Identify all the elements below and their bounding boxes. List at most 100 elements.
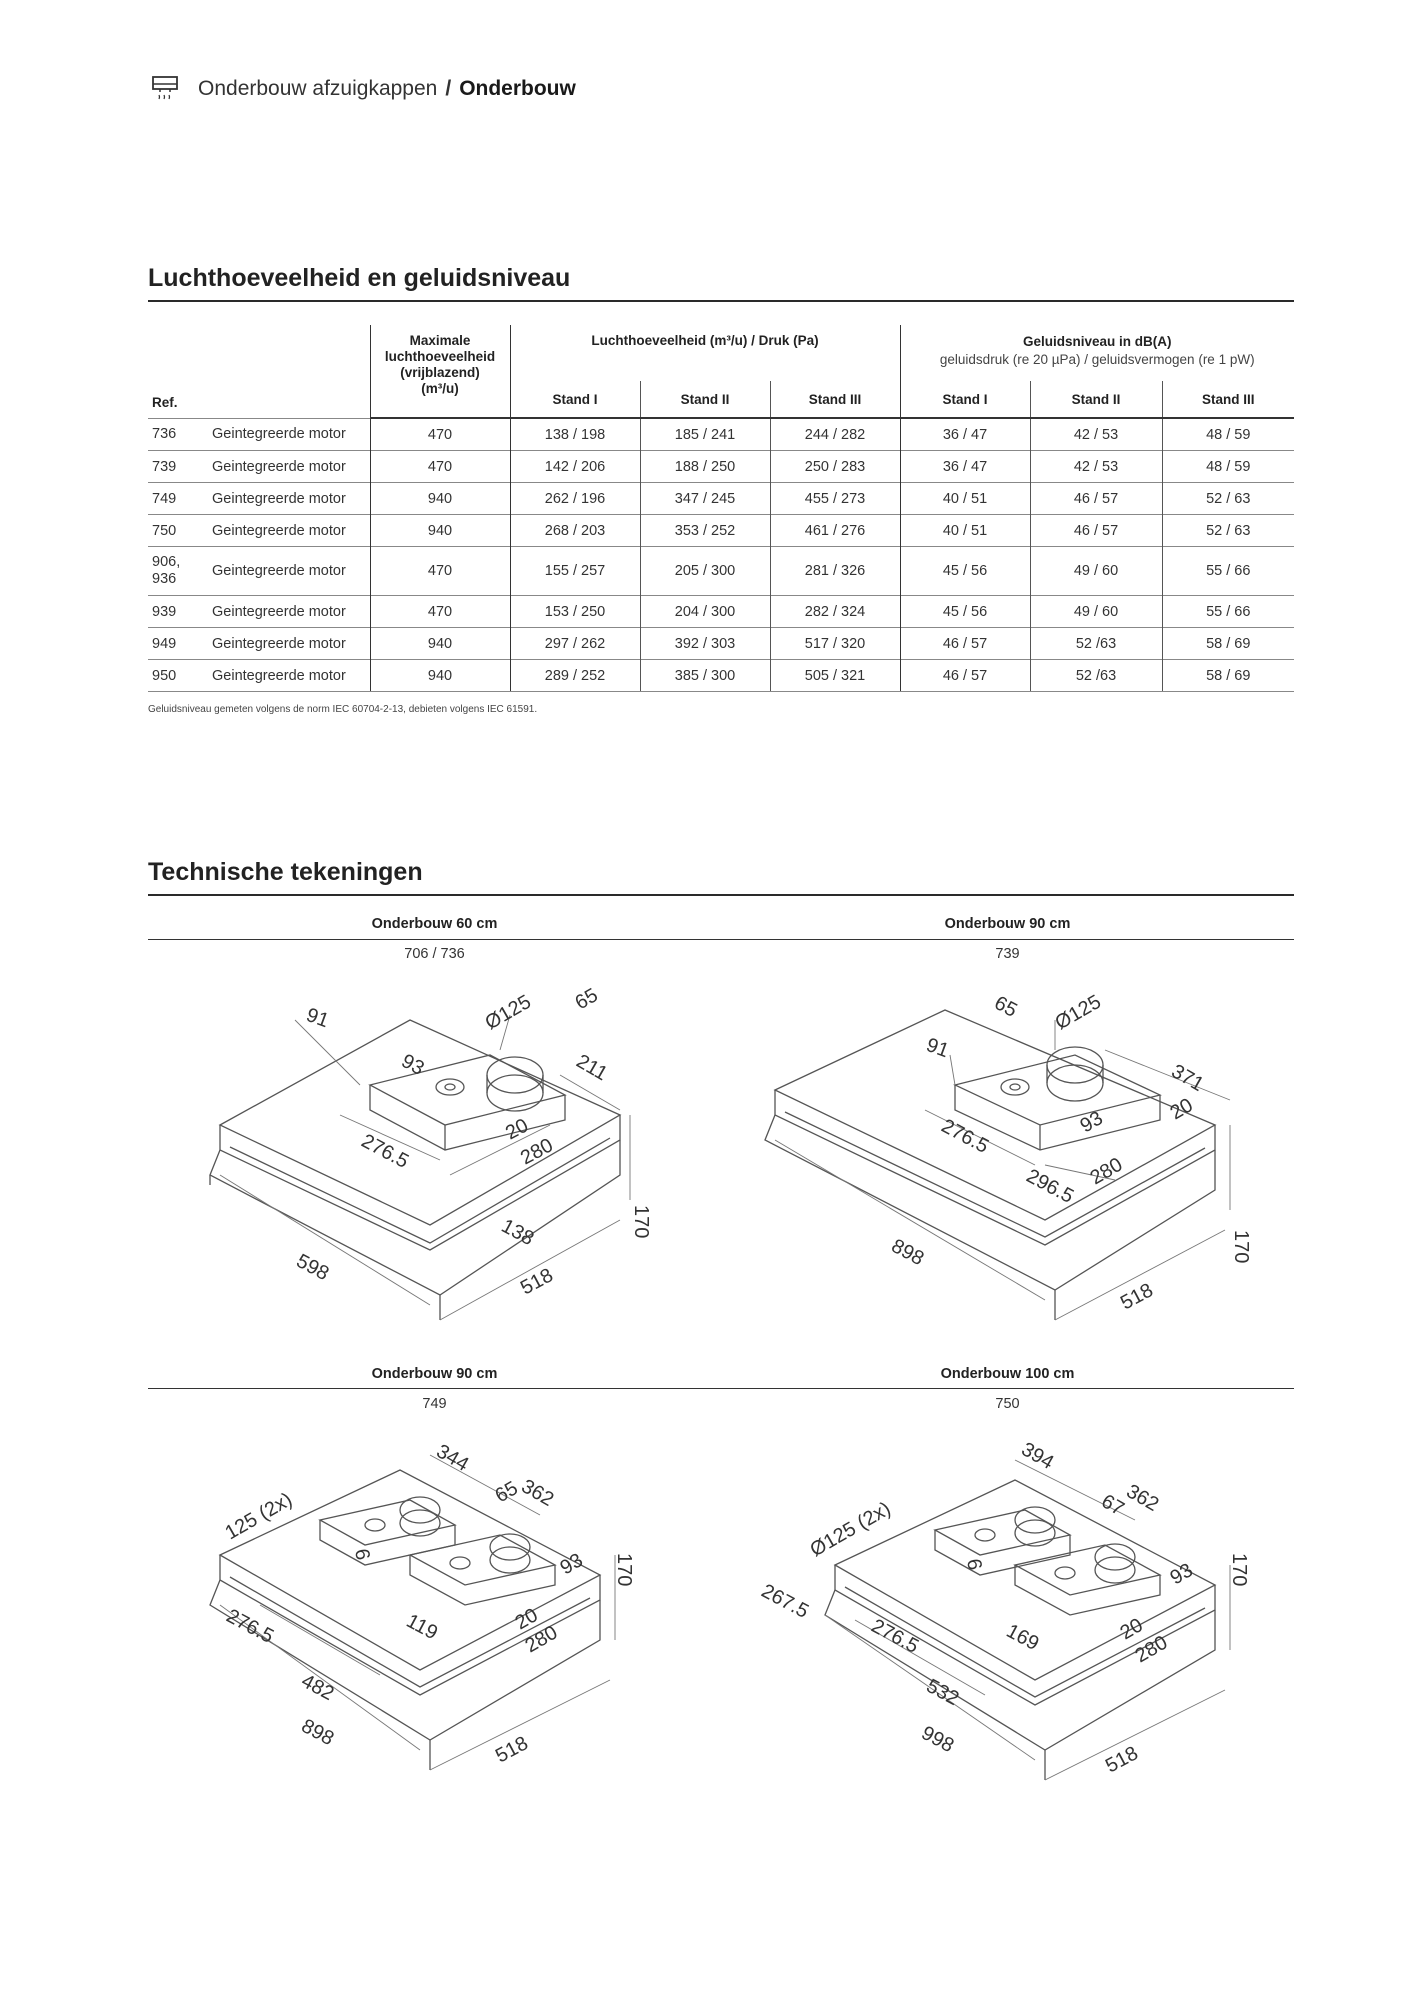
dim-f: 20 (1167, 1094, 1197, 1124)
dim-d: 371 (1168, 1060, 1208, 1096)
cell-n1: 36 / 47 (899, 417, 1030, 451)
header-airflow-stand3: Stand III (769, 381, 900, 419)
cell-motor: Geintegreerde motor (208, 514, 370, 547)
cell-n1: 40 / 51 (899, 514, 1030, 547)
cell-a1: 155 / 257 (509, 546, 640, 596)
cell-a1: 262 / 196 (509, 482, 640, 515)
technical-drawing-2: 898 518 170 Ø125 65 91 93 371 276.5 20 2… (764, 991, 1252, 1321)
dim-h: 169 (1003, 1620, 1043, 1655)
drawing-ref-2: 739 (995, 946, 1020, 962)
drawing-ref-1: 706 / 736 (404, 946, 465, 962)
cell-n2: 52 /63 (1029, 659, 1162, 692)
cell-n3: 48 / 59 (1161, 450, 1294, 483)
cell-a2: 185 / 241 (639, 417, 770, 451)
drawing-title-4: Onderbouw 100 cm (940, 1366, 1075, 1382)
cell-a3: 244 / 282 (769, 417, 900, 451)
cell-n3: 52 / 63 (1161, 482, 1294, 515)
dim-height: 170 (1230, 1230, 1252, 1263)
dim-g: 280 (1087, 1154, 1127, 1190)
drawing-title-2: Onderbouw 90 cm (944, 916, 1071, 932)
header-airflow-group: Luchthoeveelheid (m³/u) / Druk (Pa) (509, 325, 900, 381)
cell-motor: Geintegreerde motor (208, 417, 370, 451)
header-noise-stand2: Stand II (1029, 381, 1162, 419)
cell-max: 940 (369, 482, 510, 515)
dim-d: 211 (573, 1050, 612, 1085)
cell-max: 940 (369, 514, 510, 547)
dim-d: 93 (557, 1549, 587, 1579)
drawing-row-rule-1 (148, 939, 1294, 940)
dim-e: 276.5 (938, 1115, 993, 1158)
breadcrumb-parent[interactable]: Onderbouw afzuigkappen (198, 77, 438, 100)
header-airflow-stand2: Stand II (639, 381, 770, 419)
technical-drawing-3: 898 518 170 125 (2x) 344 65 362 93 276.5… (209, 1440, 635, 1771)
cell-n1: 36 / 47 (899, 450, 1030, 483)
cell-n3: 55 / 66 (1161, 546, 1294, 596)
cell-n1: 45 / 56 (899, 546, 1030, 596)
airflow-footnote: Geluidsniveau gemeten volgens de norm IE… (148, 704, 538, 715)
drawing-row-rule-2 (148, 1388, 1294, 1389)
cell-motor: Geintegreerde motor (208, 595, 370, 628)
cell-n1: 46 / 57 (899, 659, 1030, 692)
cell-max: 940 (369, 627, 510, 660)
dim-width: 998 (918, 1722, 958, 1757)
dim-b: 91 (303, 1004, 331, 1032)
cell-a3: 250 / 283 (769, 450, 900, 483)
drawing-title-1: Onderbouw 60 cm (371, 916, 498, 932)
cell-motor: Geintegreerde motor (208, 450, 370, 483)
cell-n3: 58 / 69 (1161, 627, 1294, 660)
dim-duct: Ø125 (482, 991, 535, 1035)
dim-g: 280 (517, 1134, 557, 1169)
cell-ref: 939 (148, 595, 208, 628)
cell-max: 470 (369, 595, 510, 628)
cell-a3: 281 / 326 (769, 546, 900, 596)
header-airflow-stand1: Stand I (509, 381, 640, 419)
cell-ref: 750 (148, 514, 208, 547)
cell-n3: 48 / 59 (1161, 417, 1294, 451)
airflow-section-rule (148, 300, 1294, 302)
dim-a: 344 (433, 1440, 473, 1476)
dim-depth: 518 (517, 1264, 557, 1299)
cell-a2: 353 / 252 (639, 514, 770, 547)
dim-a: 65 (991, 992, 1021, 1022)
cell-a3: 461 / 276 (769, 514, 900, 547)
cell-a1: 138 / 198 (509, 417, 640, 451)
header-ref: Ref. (152, 394, 178, 410)
cell-motor: Geintegreerde motor (208, 659, 370, 692)
dim-j: 6 (962, 1557, 986, 1572)
drawing-ref-4: 750 (995, 1396, 1020, 1412)
cell-a3: 517 / 320 (769, 627, 900, 660)
dim-c: 93 (398, 1050, 428, 1080)
dim-a: 394 (1018, 1438, 1058, 1474)
dim-d: 93 (1167, 1559, 1197, 1589)
cell-a1: 153 / 250 (509, 595, 640, 628)
dim-h: 138 (498, 1215, 538, 1250)
cell-ref: 749 (148, 482, 208, 515)
airflow-section-title: Luchthoeveelheid en geluidsniveau (148, 264, 571, 292)
cell-n3: 58 / 69 (1161, 659, 1294, 692)
cell-n1: 45 / 56 (899, 595, 1030, 628)
dim-i: 482 (298, 1670, 338, 1705)
cell-a2: 204 / 300 (639, 595, 770, 628)
dim-depth: 518 (1117, 1279, 1157, 1314)
cell-n2: 49 / 60 (1029, 595, 1162, 628)
cell-n3: 52 / 63 (1161, 514, 1294, 547)
dim-depth: 518 (1102, 1742, 1142, 1777)
cell-n2: 46 / 57 (1029, 514, 1162, 547)
cell-a3: 282 / 324 (769, 595, 900, 628)
cell-a2: 385 / 300 (639, 659, 770, 692)
cell-ref: 906, 936 (148, 546, 208, 596)
cell-n3: 55 / 66 (1161, 595, 1294, 628)
dim-e: 276.5 (868, 1615, 923, 1658)
breadcrumb-current: Onderbouw (459, 77, 576, 100)
cell-n2: 42 / 53 (1029, 417, 1162, 451)
technical-drawing-4: 998 518 170 Ø125 (2x) 394 67 362 93 276.… (758, 1438, 1250, 1781)
header-noise-stand1: Stand I (899, 381, 1030, 419)
cell-max: 470 (369, 417, 510, 451)
